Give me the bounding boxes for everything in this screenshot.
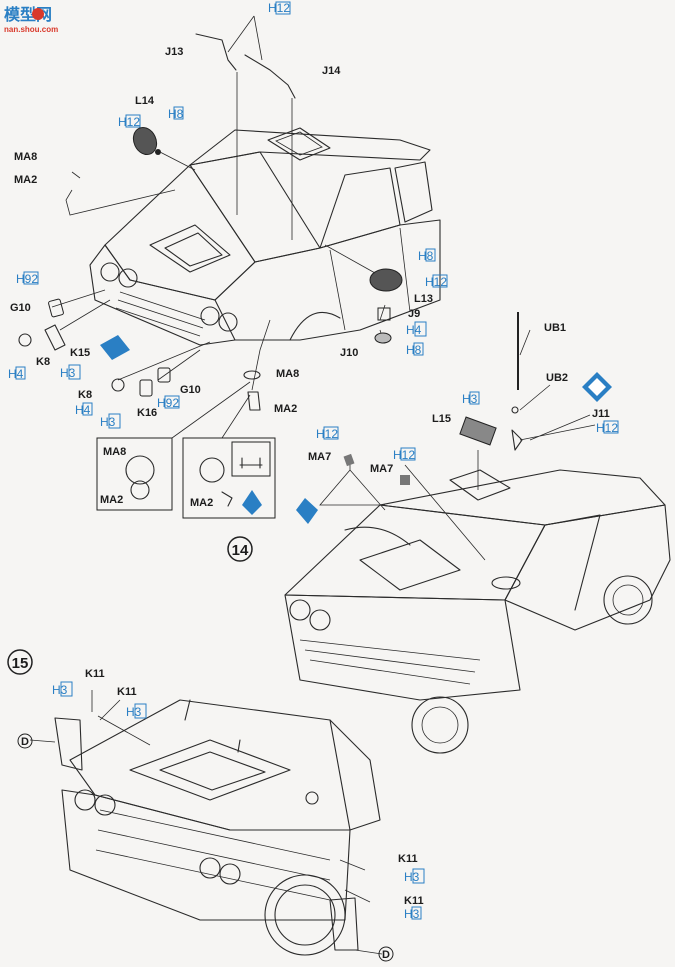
paint-h92-lower: H92 — [157, 396, 179, 410]
label-ma7-right: MA7 — [370, 463, 393, 475]
label-j13: J13 — [165, 46, 183, 58]
paint-h12-ma7-left: H12 — [316, 427, 338, 441]
paint-h4-j9: H4 — [406, 323, 422, 337]
label-ma8-top: MA8 — [14, 151, 37, 163]
car-middle-drawing — [284, 469, 671, 754]
paint-h3-k11-b: H3 — [126, 705, 142, 719]
label-k11-c: K11 — [398, 853, 418, 865]
label-ma8-lower: MA8 — [276, 368, 299, 380]
label-k11-d: K11 — [404, 895, 424, 907]
label-j14: J14 — [322, 65, 341, 77]
watermark-logo-icon — [32, 8, 44, 20]
label-ma8-box: MA8 — [103, 446, 126, 458]
label-ma2-box-right: MA2 — [190, 497, 213, 509]
paint-h12-l14: H12 — [118, 115, 140, 129]
paint-h3-left: H3 — [60, 366, 76, 380]
label-l15: L15 — [432, 413, 451, 425]
label-j11: J11 — [592, 408, 610, 420]
label-ma2-top: MA2 — [14, 174, 37, 186]
mudflap-right — [329, 897, 359, 951]
watermark-site: 模型网 — [4, 5, 52, 24]
label-j10: J10 — [340, 347, 358, 359]
mudflap-left — [54, 717, 83, 771]
label-g10-left: G10 — [10, 302, 31, 314]
paint-codes: H12 H8 H12 H92 H4 H3 H4 H3 H92 H8 H12 H4… — [8, 1, 619, 921]
label-l14: L14 — [135, 95, 155, 107]
label-ub2: UB2 — [546, 372, 568, 384]
label-ub1: UB1 — [544, 322, 566, 334]
paint-h92-left: H92 — [16, 272, 38, 286]
wipers — [195, 33, 296, 240]
label-k8-left: K8 — [36, 356, 50, 368]
label-k11-a: K11 — [85, 668, 105, 680]
mirror-l13 — [369, 268, 403, 292]
watermark: 模型网 nan.shou.com — [4, 5, 58, 34]
ub1-antenna-diamond — [582, 372, 612, 402]
decal-marker-icon — [100, 335, 130, 360]
paint-h12-ma7-right: H12 — [393, 448, 415, 462]
ma7-decal-marker-icon — [296, 498, 318, 524]
label-k11-b: K11 — [117, 686, 137, 698]
label-d-left: D — [21, 736, 29, 748]
watermark-url: nan.shou.com — [4, 25, 58, 34]
step-14-number: 14 — [232, 542, 249, 559]
inset-box-right — [182, 437, 276, 519]
car-upper-drawing — [89, 127, 441, 346]
paint-h3-k11-c: H3 — [404, 870, 420, 884]
label-d-right: D — [382, 949, 390, 961]
label-j9: J9 — [408, 308, 420, 320]
label-l13: L13 — [414, 293, 433, 305]
decal-position-icon — [242, 490, 262, 515]
inset-box-left — [96, 437, 173, 511]
label-ma2-box: MA2 — [100, 494, 123, 506]
paint-h8-l14: H8 — [168, 107, 184, 121]
label-k15: K15 — [70, 347, 90, 359]
label-ma7-left: MA7 — [308, 451, 331, 463]
paint-h12-j11: H12 — [596, 421, 618, 435]
paint-h12-l13: H12 — [425, 275, 447, 289]
label-g10-lower: G10 — [180, 384, 201, 396]
paint-h3-lower: H3 — [100, 415, 116, 429]
mirror-l14 — [132, 126, 161, 156]
paint-h12-top: H12 — [268, 1, 290, 15]
paint-h3-k11-a: H3 — [52, 683, 68, 697]
label-ma2-lower: MA2 — [274, 403, 297, 415]
label-k8-lower: K8 — [78, 389, 92, 401]
label-k16: K16 — [137, 407, 157, 419]
car-lower-drawing — [61, 699, 381, 956]
step-15-number: 15 — [12, 655, 29, 672]
